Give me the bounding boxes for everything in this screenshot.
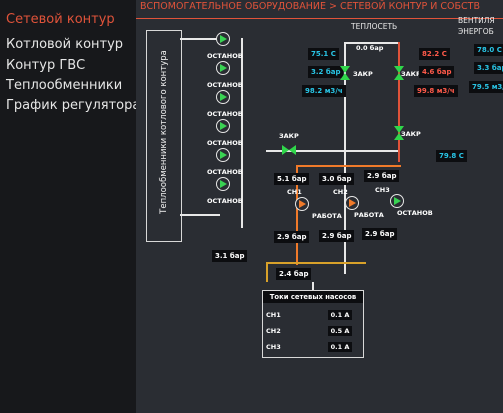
- ventilation-flow: 79.5 м3/ч: [469, 81, 503, 93]
- diff-pressure: 0.0 бар: [356, 44, 384, 52]
- boiler-collector-pipe: [241, 38, 243, 228]
- pump-icon: [216, 119, 230, 133]
- network-pump-header-pipe: [296, 165, 401, 167]
- return-pipe: [398, 42, 400, 162]
- boiler-heat-exchangers-box[interactable]: Теплообменники котлового контура: [146, 30, 182, 242]
- boiler-pump-5-status: ОСТАНОВ: [207, 168, 243, 176]
- boiler-pump-5[interactable]: [216, 148, 230, 162]
- boiler-pump-1[interactable]: [216, 32, 230, 46]
- currents-panel-title: Токи сетевых насосов: [263, 291, 363, 303]
- return-valve[interactable]: [394, 66, 404, 80]
- network-pump-1[interactable]: [295, 197, 309, 211]
- ventilation-temperature: 78.0 С: [474, 44, 503, 56]
- supply-flow: 98.2 м3/ч: [302, 85, 346, 97]
- network-pump-3-inlet-pressure: 2.9 бар: [362, 228, 398, 240]
- network-pump-2-name: СН2: [333, 188, 348, 196]
- sidebar: Сетевой контур Котловой контур Контур ГВ…: [0, 0, 140, 413]
- boiler-heat-exchangers-label: Теплообменники котлового контура: [159, 50, 169, 214]
- network-pump-2[interactable]: [345, 196, 359, 210]
- current-label-sn1: СН1: [266, 311, 281, 319]
- ventilation-title-line2: ЭНЕРГОБ: [458, 27, 494, 36]
- boiler-pump-4-status: ОСТАНОВ: [207, 139, 243, 147]
- boiler-pump-2-status: ОСТАНОВ: [207, 81, 243, 89]
- bypass-left-valve-state: ЗАКР: [279, 132, 299, 140]
- network-pump-1-outlet-pressure: 5.1 бар: [274, 173, 310, 185]
- return-valve-state: ЗАКР: [401, 70, 421, 78]
- network-pump-pipe: [296, 165, 298, 265]
- bypass-horizontal-pipe: [266, 150, 398, 152]
- return-pressure: 4.6 бар: [419, 66, 455, 78]
- breadcrumb: ВСПОМОГАТЕЛЬНОЕ ОБОРУДОВАНИЕ > СЕТЕВОЙ К…: [140, 1, 480, 12]
- pump-icon: [390, 194, 404, 208]
- network-pump-1-name: СН1: [287, 188, 302, 196]
- ventilation-pressure: 3.3 бар: [474, 62, 503, 74]
- boiler-pump-6-status: ОСТАНОВ: [207, 197, 243, 205]
- pump-icon: [216, 32, 230, 46]
- current-label-sn3: СН3: [266, 343, 281, 351]
- pump-icon: [216, 177, 230, 191]
- pump-icon: [216, 90, 230, 104]
- network-pump-currents-panel: Токи сетевых насосов СН1 0.1 А СН2 0.5 А…: [262, 290, 364, 358]
- pump-icon: [216, 61, 230, 75]
- network-pump-3-status: ОСТАНОВ: [397, 209, 433, 217]
- bypass-pipe: [344, 42, 398, 44]
- bypass-left-valve[interactable]: [282, 145, 296, 155]
- network-pump-3-outlet-pressure: 2.9 бар: [364, 170, 400, 182]
- pump-icon: [216, 148, 230, 162]
- boiler-pump-1-status: ОСТАНОВ: [207, 52, 243, 60]
- boiler-pump-6[interactable]: [216, 177, 230, 191]
- supply-pressure: 3.2 бар: [308, 66, 344, 78]
- network-pump-2-inlet-pressure: 2.9 бар: [319, 230, 355, 242]
- heating-network-title: ТЕПЛОСЕТЬ: [351, 22, 398, 31]
- mix-temperature: 79.8 С: [436, 150, 467, 162]
- boiler-pipe: [180, 214, 220, 216]
- pump-icon: [295, 197, 309, 211]
- main-panel: ВСПОМОГАТЕЛЬНОЕ ОБОРУДОВАНИЕ > СЕТЕВОЙ К…: [136, 0, 503, 413]
- boiler-pump-2[interactable]: [216, 61, 230, 75]
- boiler-pipe: [180, 38, 220, 40]
- network-pump-1-status: РАБОТА: [312, 212, 342, 220]
- network-pump-2-status: РАБОТА: [354, 211, 384, 219]
- boiler-pump-4[interactable]: [216, 119, 230, 133]
- sidebar-item-network-circuit[interactable]: Сетевой контур: [6, 12, 115, 27]
- sidebar-item-boiler-circuit[interactable]: Котловой контур: [6, 37, 124, 52]
- pump-icon: [345, 196, 359, 210]
- supply-temperature: 75.1 С: [308, 48, 339, 60]
- supply-valve[interactable]: [340, 66, 350, 80]
- supply-valve-state: ЗАКР: [353, 70, 373, 78]
- current-label-sn2: СН2: [266, 327, 281, 335]
- main-return-pipe: [266, 262, 268, 282]
- boiler-pump-3-status: ОСТАНОВ: [207, 110, 243, 118]
- bypass-right-valve[interactable]: [394, 126, 404, 140]
- current-value-sn3: 0.1 А: [328, 342, 352, 352]
- boiler-pump-3[interactable]: [216, 90, 230, 104]
- return-flow: 99.8 м3/ч: [414, 85, 458, 97]
- current-value-sn1: 0.1 А: [328, 310, 352, 320]
- supply-pipe: [344, 42, 346, 274]
- sidebar-item-heat-exchangers[interactable]: Теплообменники: [6, 78, 123, 93]
- boiler-outlet-pressure: 3.1 бар: [212, 250, 248, 262]
- bypass-right-valve-state: ЗАКР: [401, 130, 421, 138]
- current-value-sn2: 0.5 А: [328, 326, 352, 336]
- sidebar-item-regulator-chart[interactable]: График регулятора: [6, 98, 141, 113]
- return-temperature: 82.2 С: [419, 48, 450, 60]
- network-pump-3[interactable]: [390, 194, 404, 208]
- ventilation-title-line1: ВЕНТИЛЯ: [458, 16, 495, 25]
- network-pump-3-name: СН3: [375, 186, 390, 194]
- header-divider: [136, 18, 503, 19]
- network-pump-2-outlet-pressure: 3.0 бар: [319, 173, 355, 185]
- network-pump-1-inlet-pressure: 2.9 бар: [274, 231, 310, 243]
- main-return-pipe: [266, 262, 366, 264]
- panel-link-pipe: [312, 282, 314, 292]
- sidebar-item-dhw-circuit[interactable]: Контур ГВС: [6, 58, 86, 73]
- main-line-pressure: 2.4 бар: [276, 268, 312, 280]
